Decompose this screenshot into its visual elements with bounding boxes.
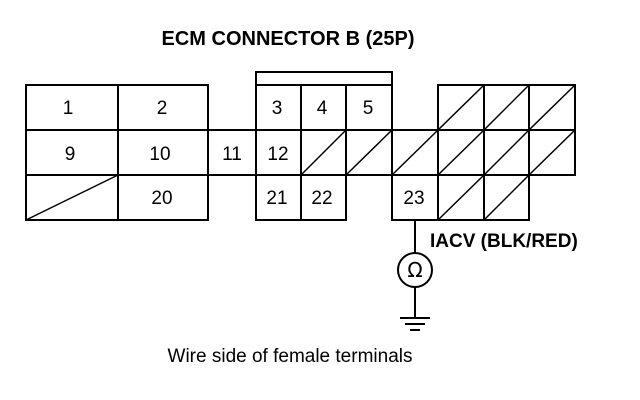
terminal-label: 12 bbox=[267, 144, 288, 165]
terminal-labels: 1 2 3 4 5 9 10 11 12 20 21 22 23 bbox=[63, 98, 425, 209]
terminal-label: 23 bbox=[403, 188, 424, 209]
diagram-title: ECM CONNECTOR B (25P) bbox=[162, 28, 415, 50]
diagram-caption: Wire side of female terminals bbox=[168, 346, 413, 367]
terminal-label: 3 bbox=[272, 98, 283, 119]
ground-icon bbox=[400, 317, 430, 331]
test-circuit bbox=[397, 220, 433, 331]
unused-cavity-marks bbox=[25, 84, 576, 221]
terminal-label: 5 bbox=[363, 98, 374, 119]
cell-20 bbox=[117, 174, 209, 221]
terminal-label: 2 bbox=[157, 98, 168, 119]
terminal-label: 9 bbox=[65, 144, 76, 165]
terminal-label: 11 bbox=[222, 144, 242, 165]
terminal-label: 1 bbox=[63, 98, 74, 119]
terminal-label: 22 bbox=[311, 188, 332, 209]
ohm-symbol: Ω bbox=[407, 258, 422, 282]
iacv-label: IACV (BLK/RED) bbox=[430, 231, 578, 252]
terminal-label: 10 bbox=[149, 144, 170, 165]
connector-lock-tab bbox=[255, 71, 393, 86]
terminal-label: 20 bbox=[151, 188, 172, 209]
terminal-label: 21 bbox=[266, 188, 287, 209]
cell-blank-r3-c bbox=[483, 174, 530, 221]
connector-body bbox=[25, 71, 576, 221]
cell-blank-r2-f bbox=[528, 129, 576, 176]
terminal-label: 4 bbox=[317, 98, 328, 119]
cell-22 bbox=[300, 174, 347, 221]
